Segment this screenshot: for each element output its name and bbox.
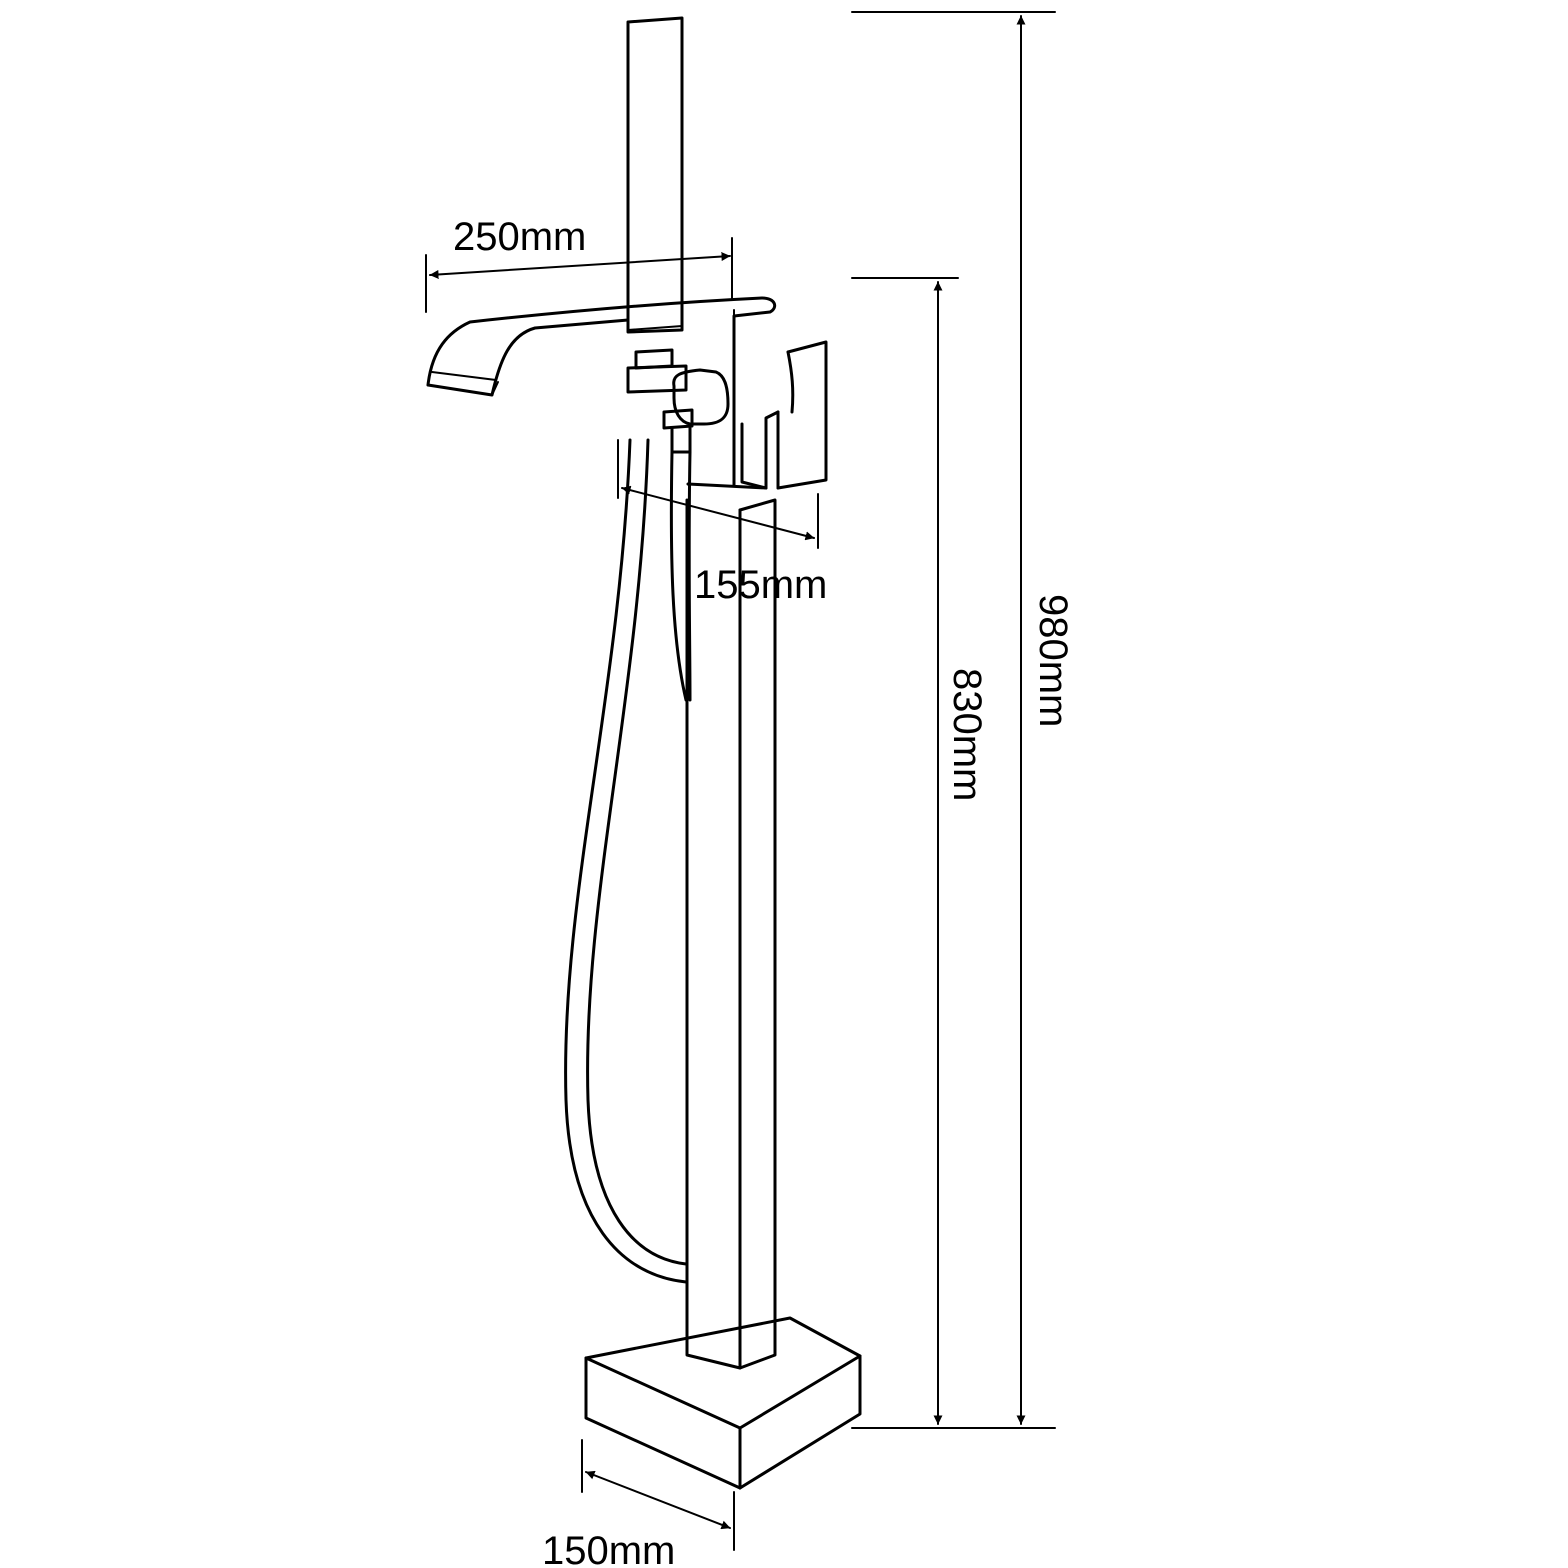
label-handle-depth: 155mm (694, 563, 827, 607)
diverter (626, 348, 730, 454)
label-spout-height: 830mm (945, 668, 989, 801)
label-spout-reach: 250mm (453, 215, 586, 259)
spout (426, 296, 777, 488)
dimension-base-width (581, 1439, 735, 1551)
faucet (426, 16, 862, 1490)
label-overall-height: 980mm (1031, 594, 1075, 727)
dimension-handle-depth (617, 439, 819, 549)
base-plate (584, 1316, 862, 1490)
mixer-handle (686, 340, 828, 490)
main-column (685, 309, 777, 1370)
label-base-width: 150mm (542, 1529, 675, 1568)
dimension-spout-reach (425, 237, 733, 313)
shower-hose (564, 438, 692, 1284)
dimension-spout-height (851, 277, 1056, 1429)
shower-rail (626, 16, 684, 334)
dimension-overall-height (851, 11, 1056, 1425)
